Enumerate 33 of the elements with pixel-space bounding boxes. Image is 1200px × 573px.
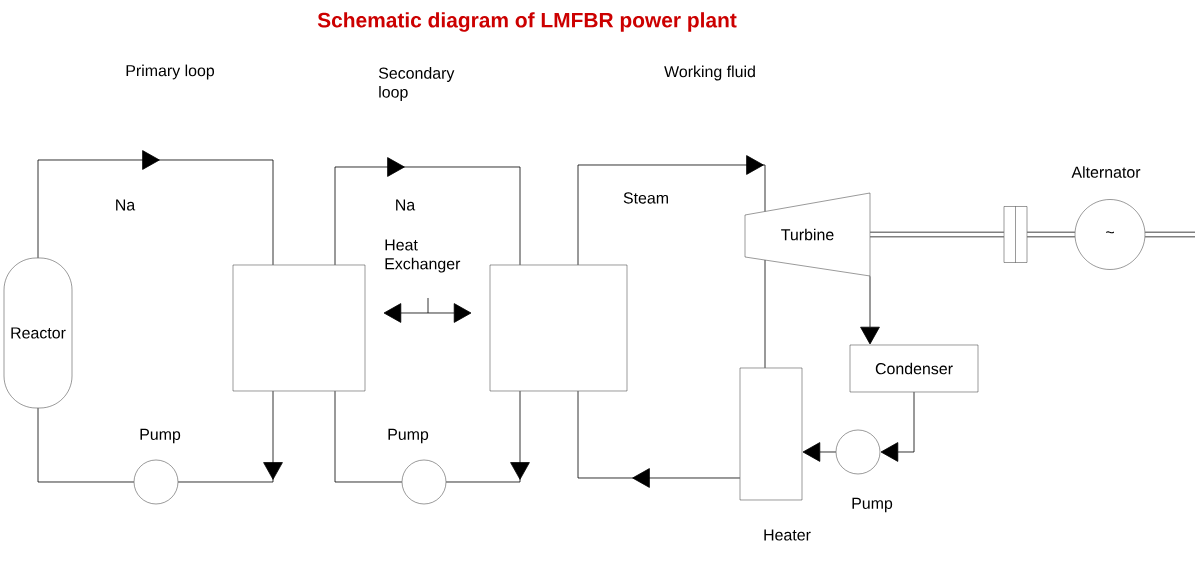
node-label: Alternator [1071, 166, 1141, 178]
pump-symbol [401, 459, 447, 505]
edge-label: Na [393, 198, 417, 212]
edge-label: Na [113, 198, 137, 212]
node-label: Heater [764, 529, 811, 541]
arrow [177, 390, 283, 483]
reactor-vessel: Reactor [3, 257, 73, 409]
label: Heat Exchanger [385, 239, 461, 273]
edge-label: Steam [621, 191, 671, 205]
pump-symbol [133, 459, 179, 505]
arrow [577, 390, 741, 488]
heat-exchanger-box [232, 264, 366, 392]
label: Primary loop [126, 64, 215, 80]
label: Working fluid [664, 65, 755, 81]
heat-exchanger-box [489, 264, 628, 392]
arrow [383, 297, 472, 323]
pump-symbol [835, 429, 881, 475]
coupling-box [1003, 206, 1028, 263]
condenser-box: Condenser [849, 344, 979, 393]
arrow [802, 442, 837, 462]
turbine: Turbine [744, 192, 871, 277]
arrow [334, 157, 521, 266]
node-label: Pump [140, 428, 181, 444]
title: Schematic diagram of LMFBR power plant [317, 12, 737, 32]
arrow [577, 155, 766, 266]
arrow [445, 390, 530, 483]
node-label: Pump [388, 428, 429, 444]
heater-box [739, 367, 803, 501]
label: Secondary loop [378, 67, 455, 101]
arrow [880, 391, 915, 462]
arrow [860, 275, 880, 345]
node-label: Pump [852, 497, 893, 513]
arrow [37, 150, 274, 266]
